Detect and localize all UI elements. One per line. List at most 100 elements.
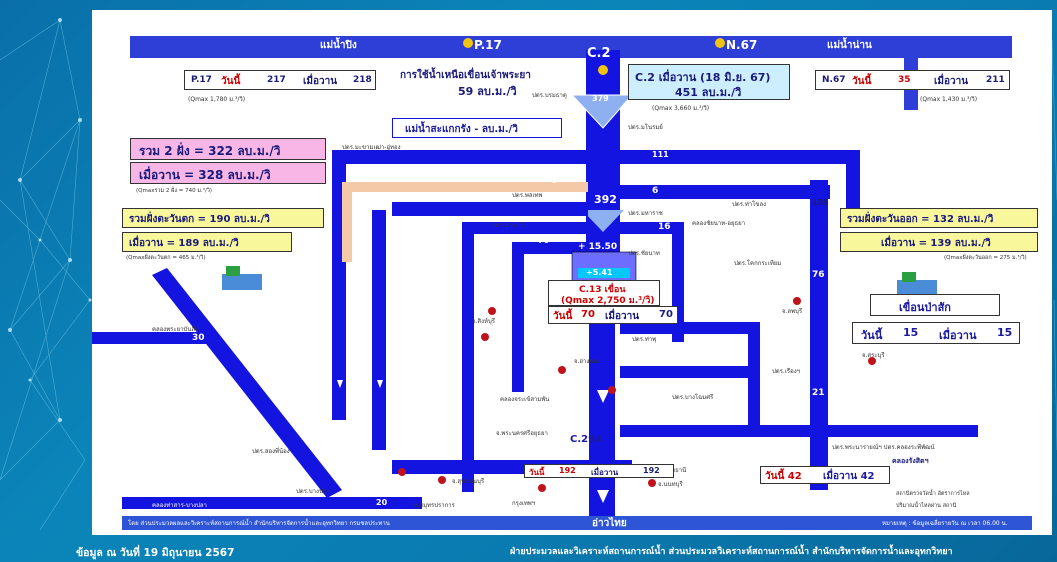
nan-river-label: แม่น้ำน่าน — [827, 40, 872, 51]
c13-values-box: วันนี้ 70 เมื่อวาน 70 — [548, 306, 678, 324]
label-bangkaeo: ปตร.บางแก้ว — [492, 222, 526, 229]
station-n67-label: N.67 — [726, 38, 758, 52]
canal-105: 105 — [812, 198, 829, 207]
label-khlong-jorake: คลองจระเข้สามพัน — [500, 396, 550, 403]
n67-yday-value: 211 — [986, 75, 1005, 85]
p17-box: P.17 วันนี้ 217 เมื่อวาน 218 — [184, 70, 376, 90]
bottom-canal — [122, 497, 422, 509]
station-c2-label: C.2 — [587, 46, 611, 61]
c2-arrow — [570, 94, 634, 129]
pasak-values-box: วันนี้ 15 เมื่อวาน 15 — [852, 322, 1020, 344]
update-note: หมายเหตุ : ข้อมูลเฉลี่ยรายวัน ณ เวลา 06.… — [882, 520, 1008, 527]
both-banks-box: รวม 2 ฝั่ง = 322 ลบ.ม./วิ — [130, 138, 326, 160]
bottom-info-bar — [122, 516, 1032, 530]
canal-76: 76 — [812, 270, 825, 280]
dam-level-value: + 15.50 — [578, 242, 618, 252]
label-lopburi: จ.ลพบุรี — [782, 308, 803, 315]
c2-title: C.2 เมื่อวาน (18 มิ.ย. 67) — [635, 71, 771, 84]
label-kaeo: ปตร.บางโฉมศรี — [672, 394, 714, 401]
label-sing: จ.สิงห์บุรี — [472, 318, 496, 325]
west-bank-yday-box: เมื่อวาน = 189 ลบ.ม./วิ — [122, 232, 292, 252]
label-samut: จ.สมุทรปราการ — [414, 502, 455, 509]
label-khoklong: ปตร.โคกกระเทียม — [734, 260, 782, 267]
label-makham: ปตร.มะขามเฒ่า-อู่ทอง — [342, 144, 401, 151]
station-n67-dot — [715, 38, 725, 48]
canal-111: 111 — [652, 150, 669, 159]
canal-6: 6 — [652, 186, 659, 196]
water-flow-diagram-slide: แม่น้ำปิง P.17 C.2 N.67 แม่น้ำน่าน P.17 … — [92, 10, 1052, 535]
label-suphan: จ.สุพรรณบุรี — [452, 478, 485, 485]
label-angthong: จ.อ่างทอง — [574, 358, 600, 365]
rangsit-connector — [620, 425, 830, 437]
n67-yday-label: เมื่อวาน — [934, 76, 969, 87]
c13-box: C.13 เขื่อน (Qmax 2,750 ม.³/วิ) — [548, 280, 660, 306]
pasak-dam-illustration — [897, 272, 937, 296]
east-qmax: (Qmaxฝั่งตะวันออก = 275 ม.³/วิ) — [944, 255, 1027, 261]
canal-30: 30 — [192, 333, 205, 343]
label-chaophraya-canal: คลองชัยนาท-อยุธยา — [692, 220, 746, 227]
east-bank-box: รวมฝั่งตะวันออก = 132 ลบ.ม./วิ — [840, 208, 1038, 228]
label-songpinong: ปตร.สองพี่น้อง — [252, 448, 290, 455]
label-maharaj: ปตร.มหาราช — [628, 210, 663, 217]
canal-21: 21 — [812, 388, 825, 398]
p17-qmax: (Qmax 1,780 ม.³/วิ) — [188, 96, 246, 103]
canal-9: 9 — [552, 176, 558, 185]
canal-21b: 21 — [402, 490, 414, 499]
canal-70: 70 — [538, 236, 550, 245]
label-nongbon: ปตร.ท่าโขลง — [732, 201, 767, 208]
p17-today-label: วันนี้ — [221, 76, 241, 87]
c2-flow: 451 ลบ.ม./วิ — [675, 86, 742, 99]
label-boromthat: ปตร.บรมธาตุ — [532, 92, 567, 99]
footer-date: ข้อมูล ณ วันที่ 19 มิถุนายน 2567 — [76, 547, 235, 559]
top-river-channel — [130, 36, 1012, 58]
n67-today-value: 35 — [898, 75, 911, 85]
upstream-title: การใช้น้ำเหนือเขื่อนเจ้าพระยา — [400, 70, 531, 81]
p17-box-code: P.17 — [191, 75, 212, 85]
label-phrao: คลองพระยาบันลือ — [152, 326, 199, 333]
suphan-vertical — [372, 210, 386, 450]
makham-canal — [332, 150, 588, 164]
gulf-label: อ่าวไทย — [592, 518, 627, 529]
label-phollathep: ปตร.พลเทพ — [512, 192, 543, 199]
west-dam-illustration — [222, 266, 262, 290]
noi-river — [462, 222, 474, 492]
west-bank-box: รวมฝั่งตะวันตก = 190 ลบ.ม./วิ — [122, 208, 324, 228]
label-saraburi: จ.สระบุรี — [862, 352, 885, 359]
p17-yday-label: เมื่อวาน — [303, 76, 338, 87]
footer-credit: ฝ่ายประมวลและวิเคราะห์สถานการณ์น้ำ ส่วนป… — [510, 547, 953, 557]
sakae-krang-box: แม่น้ำสะแกกรัง - ลบ.ม./วิ — [392, 118, 562, 138]
label-manorom: ปตร.มโนรมย์ — [628, 124, 663, 131]
label-ayutthaya: จ.พระนครศรีอยุธยา — [496, 430, 548, 437]
both-banks-yday-box: เมื่อวาน = 328 ลบ.ม./วิ — [130, 162, 326, 184]
station-p17-dot — [463, 38, 473, 48]
p17-today-value: 217 — [267, 75, 286, 85]
ping-river-label: แม่น้ำปิง — [320, 40, 357, 51]
canal-16: 16 — [658, 222, 671, 232]
manorom-canal — [620, 150, 860, 164]
c2-left-value: 379 — [592, 94, 609, 103]
suphan-canal-top — [392, 202, 588, 216]
label-khlong-tha: คลองท่าสาร-บางปลา — [152, 502, 207, 509]
c2-box: C.2 เมื่อวาน (18 มิ.ย. 67) 451 ลบ.ม./วิ — [628, 64, 790, 100]
water-network-svg — [92, 36, 1032, 530]
legend-station: สถานีตรวจวัดน้ำ อัตราการไหล — [896, 491, 970, 497]
label-rewa: ปตร.เรืองฯ — [772, 368, 801, 375]
upstream-value: 59 ลบ.ม./วิ — [458, 85, 517, 98]
label-chainat: ปตร.ชัยนาท — [628, 250, 660, 257]
dam-arrow — [582, 210, 624, 232]
west-outflow — [122, 332, 212, 344]
both-qmax: (Qmaxรวม 2 ฝั่ง = 740 ม.³/วิ) — [136, 188, 213, 194]
lower-chao-phraya — [589, 310, 615, 525]
station-c29a: C.29A — [570, 434, 603, 445]
pasak-title-box: เขื่อนป่าสัก — [870, 294, 1000, 316]
dam-level-value2: +5.41 — [586, 268, 613, 277]
tha-chin-diagonal — [152, 268, 342, 498]
n67-box-code: N.67 — [822, 75, 846, 85]
east-lower-values-box: วันนี้ 42 เมื่อวาน 42 — [760, 466, 890, 484]
c2-qmax: (Qmax 3,660 ม.³/วิ) — [652, 105, 710, 112]
station-p17-label: P.17 — [474, 38, 502, 52]
label-nonthaburi: จ.นนทบุรี — [658, 481, 683, 488]
n67-today-label: วันนี้ — [852, 76, 872, 87]
legend-flow: ปริมาณน้ำไหลผ่าน สถานี — [896, 503, 957, 509]
c29a-values-box: วันนี้ 192 เมื่อวาน 192 — [524, 464, 674, 478]
